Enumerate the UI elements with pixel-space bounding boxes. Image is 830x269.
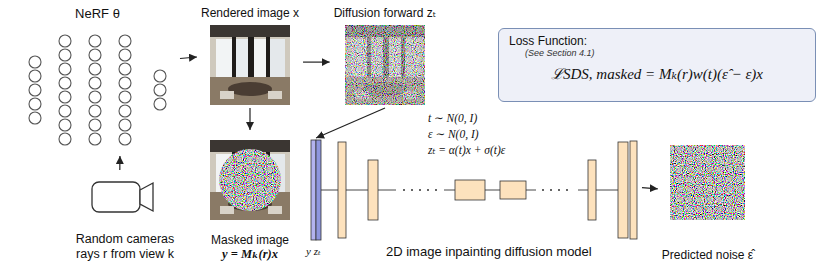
- ellipsis-dots: [403, 189, 568, 191]
- network-figure: NeRF θ: [15, 6, 180, 156]
- node-text: y = Mₖ(r)x: [222, 247, 278, 262]
- camera-body: [92, 182, 140, 212]
- flow-arrow: [316, 108, 385, 138]
- nerf-network: [29, 35, 166, 145]
- flow-arrow: [180, 57, 197, 59]
- node-text: (See Section 4.1): [509, 48, 595, 59]
- node-label: NeRF θ: [75, 6, 120, 22]
- formula-label: zₜ = α(t)x + σ(t)ε: [428, 144, 505, 158]
- image-panel: Diffusion forward zₜ: [330, 6, 441, 108]
- flow-arrow: [119, 156, 120, 170]
- camera-lens: [140, 183, 153, 211]
- rendered-image: [210, 25, 290, 105]
- masked-image: [210, 140, 290, 220]
- flow-arrow: [303, 61, 330, 62]
- flow-arrow: [249, 108, 250, 130]
- node-text: 2D image inpainting diffusion model: [386, 244, 592, 262]
- node-label: Diffusion forward zₜ: [334, 6, 437, 20]
- node-label: Predicted noise ε̂: [662, 248, 753, 262]
- mask-noise: [219, 149, 281, 211]
- node-label: Random cameras rays r from view k: [71, 232, 179, 262]
- noise-overlay: [345, 25, 425, 105]
- camera-icon: [92, 182, 153, 212]
- noisy-image: [345, 25, 425, 105]
- formula-label: ε ∼ N(0, I): [428, 128, 479, 142]
- node-label: Rendered image x: [201, 6, 299, 20]
- node-label: y zₜ: [306, 245, 336, 262]
- node-label: Masked image: [211, 233, 289, 247]
- image-panel: Predicted noise ε̂: [658, 140, 757, 262]
- image-panel: Masked imagey = Mₖ(r)x: [200, 130, 300, 262]
- unet-blocks: [338, 141, 637, 239]
- node-label: Loss Function:: [509, 34, 587, 48]
- input-channels: [311, 140, 321, 240]
- camera-figure: Random cameras rays r from view k: [60, 170, 190, 262]
- formula-label: t ∼ N(0, I): [428, 112, 477, 126]
- loss-box: Loss Function:(See Section 4.1) ℒSDS, mas…: [498, 28, 816, 102]
- node-text: ℒSDS, masked = Mₖ(r)w(t)(ε̂ − ε)x: [551, 65, 763, 83]
- diffusion-model: y zₜ 2D image inpainting diffusion model: [306, 138, 642, 262]
- flow-arrow: [642, 188, 658, 189]
- predicted-noise-image: [670, 145, 745, 220]
- image-panel: Rendered image x: [197, 6, 303, 108]
